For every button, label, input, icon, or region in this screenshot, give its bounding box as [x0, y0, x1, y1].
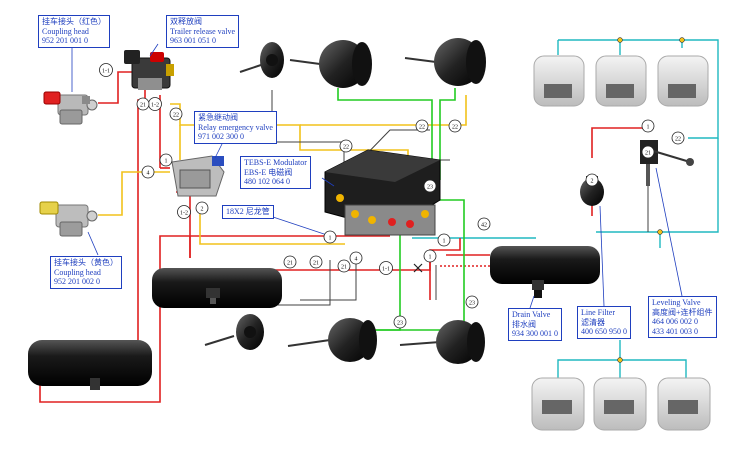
- port-label: 22: [343, 145, 349, 151]
- relay-emergency-valve: [171, 155, 225, 197]
- brake-chamber-top-2: [289, 40, 372, 88]
- label-line: 挂车接头（黄色）: [54, 258, 118, 267]
- air-spring-bottom-1: [531, 377, 585, 431]
- coupling-head-red: [43, 91, 98, 125]
- port-label: 22: [452, 125, 458, 131]
- label-line: 963 001 051 0: [170, 36, 216, 45]
- label-line: 排水阀: [512, 319, 536, 329]
- label-line: 紧急继动阀: [198, 113, 238, 122]
- port-label: 21: [645, 151, 651, 157]
- air-tank-right: [490, 246, 600, 290]
- label-coupling-head-yellow: 挂车接头（黄色） Coupling head 952 201 002 0: [50, 256, 122, 289]
- label-line: 滤清器: [581, 317, 605, 327]
- air-spring-top-1: [533, 55, 585, 107]
- port-label: 1: [329, 236, 332, 242]
- port-label: 1-1: [382, 267, 390, 273]
- label-coupling-head-red: 挂车接头（红色） Coupling head 952 201 001 0: [38, 15, 110, 48]
- brake-chamber-top-1: [239, 42, 284, 78]
- port-label: 1: [165, 159, 168, 165]
- label-line: EBS-E 电磁阀: [244, 167, 293, 177]
- air-tank-lower-left: [28, 340, 152, 390]
- brake-chamber-bottom-2: [287, 318, 377, 362]
- air-spring-top-2: [595, 55, 647, 107]
- label-line: 971 002 300 0: [198, 132, 244, 141]
- port-label: 23: [469, 301, 475, 307]
- supply-lines: [39, 71, 648, 403]
- port-label: 21: [287, 261, 293, 267]
- port-label: 23: [397, 321, 403, 327]
- brake-chamber-bottom-1: [204, 314, 264, 350]
- label-line: TEBS-E Modulator: [244, 158, 307, 167]
- label-line: 高度阀+连杆组件: [652, 307, 713, 317]
- port-label: 4: [147, 171, 150, 177]
- port-label: 22: [419, 125, 425, 131]
- trailer-release-valve: [124, 50, 174, 90]
- port-label: 21: [341, 265, 347, 271]
- port-label: 1-2: [180, 211, 188, 217]
- port-label: 23: [427, 185, 433, 191]
- air-spring-top-3: [657, 55, 709, 107]
- port-label: 2: [591, 179, 594, 185]
- label-leveling-valve: Leveling Valve 高度阀+连杆组件 464 006 002 0 43…: [648, 296, 717, 338]
- label-line: 934 300 001 0: [512, 329, 558, 338]
- label-line: 挂车接头（红色）: [42, 17, 106, 26]
- air-spring-bottom-2: [593, 377, 647, 431]
- label-line: Coupling head: [54, 267, 101, 277]
- port-label: 1: [429, 255, 432, 261]
- label-line: Coupling head: [42, 26, 89, 36]
- control-lines: [98, 95, 467, 245]
- label-line: 952 201 002 0: [54, 277, 100, 286]
- leader-lines: [71, 43, 683, 309]
- label-relay-emergency-valve: 紧急继动阀 Relay emergency valve 971 002 300 …: [194, 111, 277, 144]
- label-tebs-modulator: TEBS-E Modulator EBS-E 电磁阀 480 102 064 0: [240, 156, 311, 189]
- label-nylon-pipe: 18X2 尼龙管: [222, 205, 274, 219]
- port-label: 1: [443, 239, 446, 245]
- label-line: 双释放阀: [170, 17, 202, 26]
- label-line: 952 201 001 0: [42, 36, 88, 45]
- coupling-head-yellow: [39, 201, 98, 237]
- brake-chamber-top-3: [404, 38, 486, 86]
- air-spring-bottom-3: [657, 377, 711, 431]
- drain-valve: [534, 290, 542, 298]
- cross-marker: [413, 263, 423, 273]
- port-label: 2: [201, 207, 204, 213]
- label-line: 18X2 尼龙管: [226, 207, 270, 216]
- label-line: 480 102 064 0: [244, 177, 290, 186]
- label-line-filter: Line Filter 滤清器 400 650 950 0: [577, 306, 631, 339]
- air-tank-middle: [152, 268, 282, 308]
- label-line: 400 650 950 0: [581, 327, 627, 336]
- label-line: 464 006 002 0: [652, 317, 698, 326]
- port-label: 1-2: [151, 103, 159, 109]
- label-line: 433 401 003 0: [652, 326, 698, 336]
- junction-dots: [617, 37, 685, 363]
- label-line: Line Filter: [581, 308, 615, 317]
- tebs-modulator: [324, 149, 441, 236]
- brake-chamber-bottom-3: [399, 320, 485, 364]
- port-label: 1: [647, 125, 650, 131]
- label-line: Relay emergency valve: [198, 122, 273, 132]
- label-trailer-release-valve: 双释放阀 Trailer release valve 963 001 051 0: [166, 15, 240, 48]
- port-label: 21: [313, 261, 319, 267]
- label-line: Drain Valve: [512, 310, 551, 319]
- port-label: 22: [173, 113, 179, 119]
- port-label: 1-1: [102, 69, 110, 75]
- label-line: Leveling Valve: [652, 298, 701, 307]
- port-label: 22: [675, 137, 681, 143]
- label-line: Trailer release valve: [170, 26, 236, 36]
- port-label: 4: [355, 257, 358, 263]
- port-label: 42: [481, 223, 487, 229]
- port-label: 21: [140, 103, 146, 109]
- label-drain-valve: Drain Valve 排水阀 934 300 001 0: [508, 308, 562, 341]
- port-numbers: 1-1 1-2 21 22 4 1 1-2 2 22 22 22 23 42 1…: [99, 63, 685, 329]
